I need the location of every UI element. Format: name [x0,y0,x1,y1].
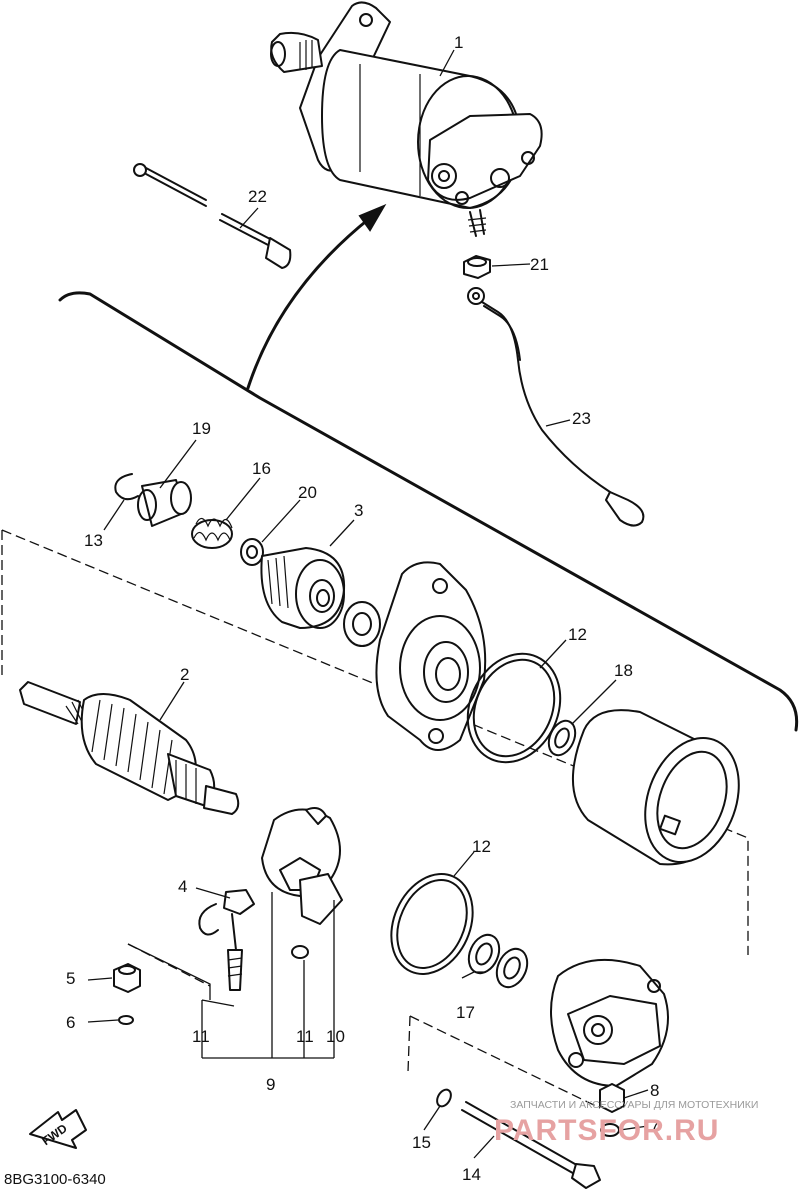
callout-20: 20 [298,483,317,502]
callout-12-lower: 12 [472,837,491,856]
callout-16: 16 [252,459,271,478]
pinion-clutch [260,547,381,647]
washer-18 [547,719,577,757]
callout-21: 21 [530,255,549,274]
nut-and-lead-wire [463,255,645,527]
callout-6: 6 [66,1013,75,1032]
armature [19,681,240,815]
starter-motor-assembly [270,1,543,237]
callout-9: 9 [266,1075,275,1094]
callout-13: 13 [84,531,103,550]
ground-lead [133,163,292,269]
watermark-tagline: ЗАПЧАСТИ И АКСЕССУАРЫ ДЛЯ МОТОТЕХНИКИ [510,1099,758,1111]
callout-14: 14 [462,1165,481,1184]
watermark-brand: PARTSFOR.RU [494,1114,719,1147]
clutch-small-parts [114,473,264,566]
callout-11-right: 11 [296,1027,314,1046]
leader-lines [87,49,649,1159]
callout-2: 2 [180,665,189,684]
watermark: ЗАПЧАСТИ И АКСЕССУАРЫ ДЛЯ МОТОТЕХНИКИ PA… [494,1099,758,1147]
callout-3: 3 [354,501,363,520]
yoke-housing [571,709,740,866]
callout-11-left: 11 [192,1027,210,1046]
callout-17: 17 [456,1003,475,1022]
o-ring-lower [390,873,474,975]
callout-12-upper: 12 [568,625,587,644]
o-ring-upper [466,652,562,764]
callout-15: 15 [412,1133,431,1152]
callout-7: 7 [650,1117,659,1136]
rear-cover [550,958,669,1087]
callout-8: 8 [650,1081,659,1100]
front-cover [375,561,487,751]
callout-5: 5 [66,969,75,988]
callouts: 1 22 21 23 19 16 20 3 13 12 18 2 12 4 5 … [66,33,659,1184]
callout-19: 19 [192,419,211,438]
callout-4: 4 [178,877,187,896]
callout-18: 18 [614,661,633,680]
washers-17 [467,933,529,989]
small-hardware [113,963,625,1189]
callout-1: 1 [454,33,463,52]
diagram-code: 8BG3100-6340 [4,1171,106,1188]
callout-22: 22 [248,187,267,206]
brush-holder-plate [198,807,343,991]
callout-10: 10 [326,1027,345,1046]
assembly-arrow [246,203,387,390]
callout-23: 23 [572,409,591,428]
fwd-direction-arrow: FWD [29,1109,87,1149]
